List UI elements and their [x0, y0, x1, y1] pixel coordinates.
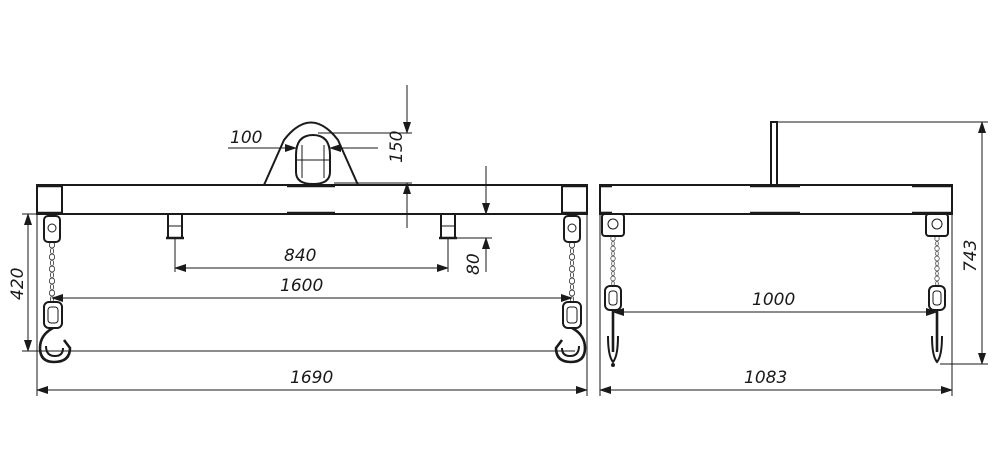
dim-side-length-label: 1083 — [744, 368, 787, 388]
beam-side — [599, 184, 953, 215]
dim-hook-height-label: 420 — [8, 268, 28, 300]
dim-beam-length: 1690 — [36, 214, 588, 396]
beam-front — [36, 184, 588, 215]
side-view: 1000 743 1083 — [599, 121, 988, 396]
fork-pocket-left — [166, 213, 184, 240]
dim-eye-width: 100 — [228, 128, 378, 152]
dim-eye-width-label: 100 — [230, 128, 262, 148]
chain-hook-left — [38, 215, 72, 364]
dim-side-length: 1083 — [599, 214, 953, 396]
dim-hook-height: 420 — [8, 213, 575, 352]
dim-beam-length-label: 1690 — [290, 368, 333, 388]
dim-eye-height: 150 — [318, 85, 412, 228]
dim-overall-height-label: 743 — [961, 240, 981, 272]
lifting-eye — [263, 121, 359, 186]
chain-side-left — [601, 213, 625, 367]
chain-side-right — [925, 213, 949, 364]
dim-hook-spacing-label: 1600 — [280, 276, 323, 296]
dim-eye-height-label: 150 — [387, 131, 407, 163]
dim-pocket-height: 80 — [455, 166, 492, 275]
dim-side-hook-spacing-label: 1000 — [752, 290, 795, 310]
chain-hook-right — [554, 215, 587, 364]
fork-pocket-right — [439, 213, 457, 240]
dim-pocket-height-label: 80 — [464, 253, 484, 275]
dim-hook-spacing: 1600 — [51, 276, 573, 302]
dim-fork-spacing-label: 840 — [284, 246, 316, 266]
dim-side-hook-spacing: 1000 — [612, 290, 938, 316]
front-view: 100 150 80 840 1600 — [8, 85, 588, 396]
eye-plate-side — [750, 121, 800, 188]
dim-fork-spacing: 840 — [174, 238, 449, 272]
dim-overall-height: 743 — [777, 121, 988, 365]
